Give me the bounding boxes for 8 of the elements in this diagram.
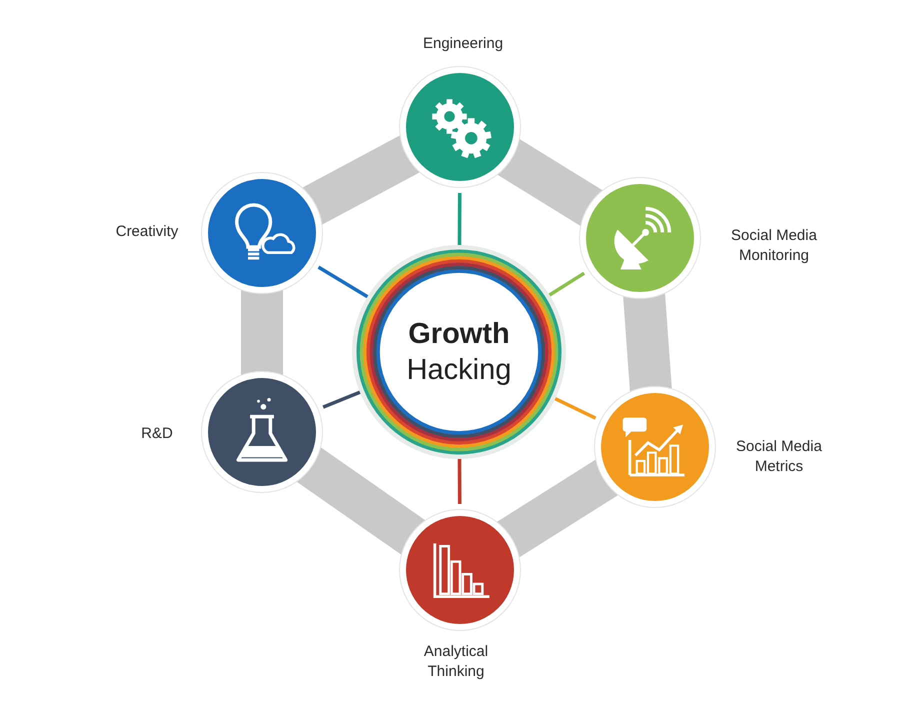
category-label: Social Media Metrics — [735, 437, 823, 477]
category-label: Engineering — [422, 34, 504, 54]
category-label: Social Media Monitoring — [730, 226, 818, 266]
center-title: Growth Hacking — [406, 317, 512, 388]
category-label: R&D — [140, 424, 174, 444]
category-label: Creativity — [114, 222, 180, 242]
category-label: Analytical Thinking — [422, 642, 490, 682]
central-circle — [352, 245, 566, 459]
